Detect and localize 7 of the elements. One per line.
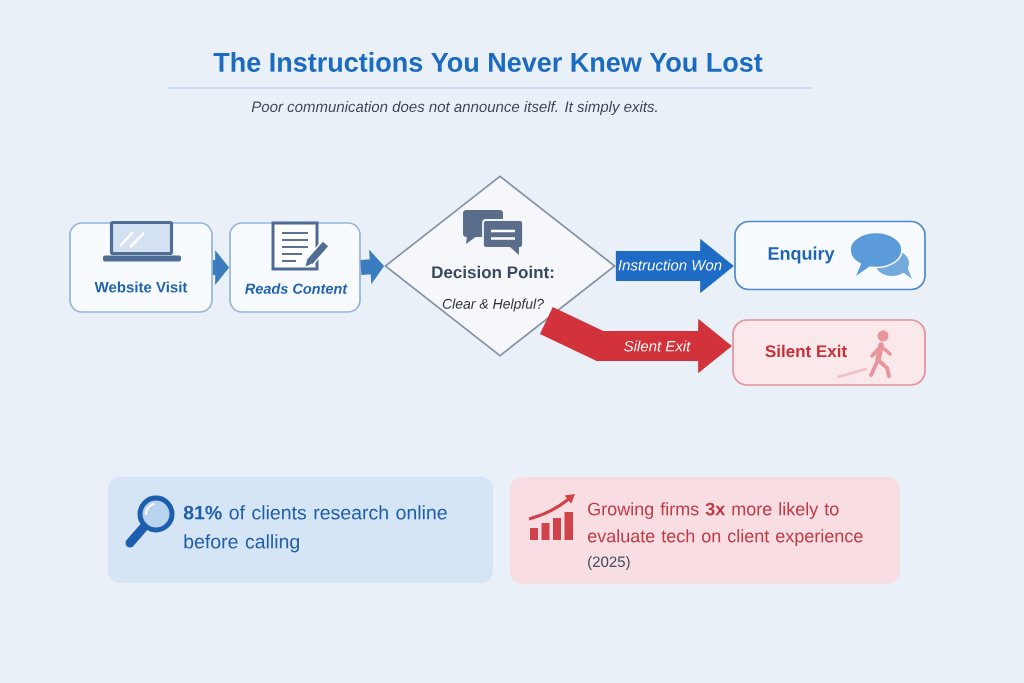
edge-label: Instruction Won [616, 258, 724, 272]
outcome-box: Silent Exit [732, 319, 926, 386]
stat-card: Growing firms 3x more likely to evaluate tech on client experience (2025) [510, 477, 900, 584]
subtitle: Poor communication does not announce itself. It simply exits. [251, 101, 657, 115]
stat-card: 81% of clients research online before calling [108, 477, 493, 583]
title: The Instructions You Never Knew You Lost [213, 52, 763, 72]
edge-label: Silent Exit [622, 339, 692, 353]
